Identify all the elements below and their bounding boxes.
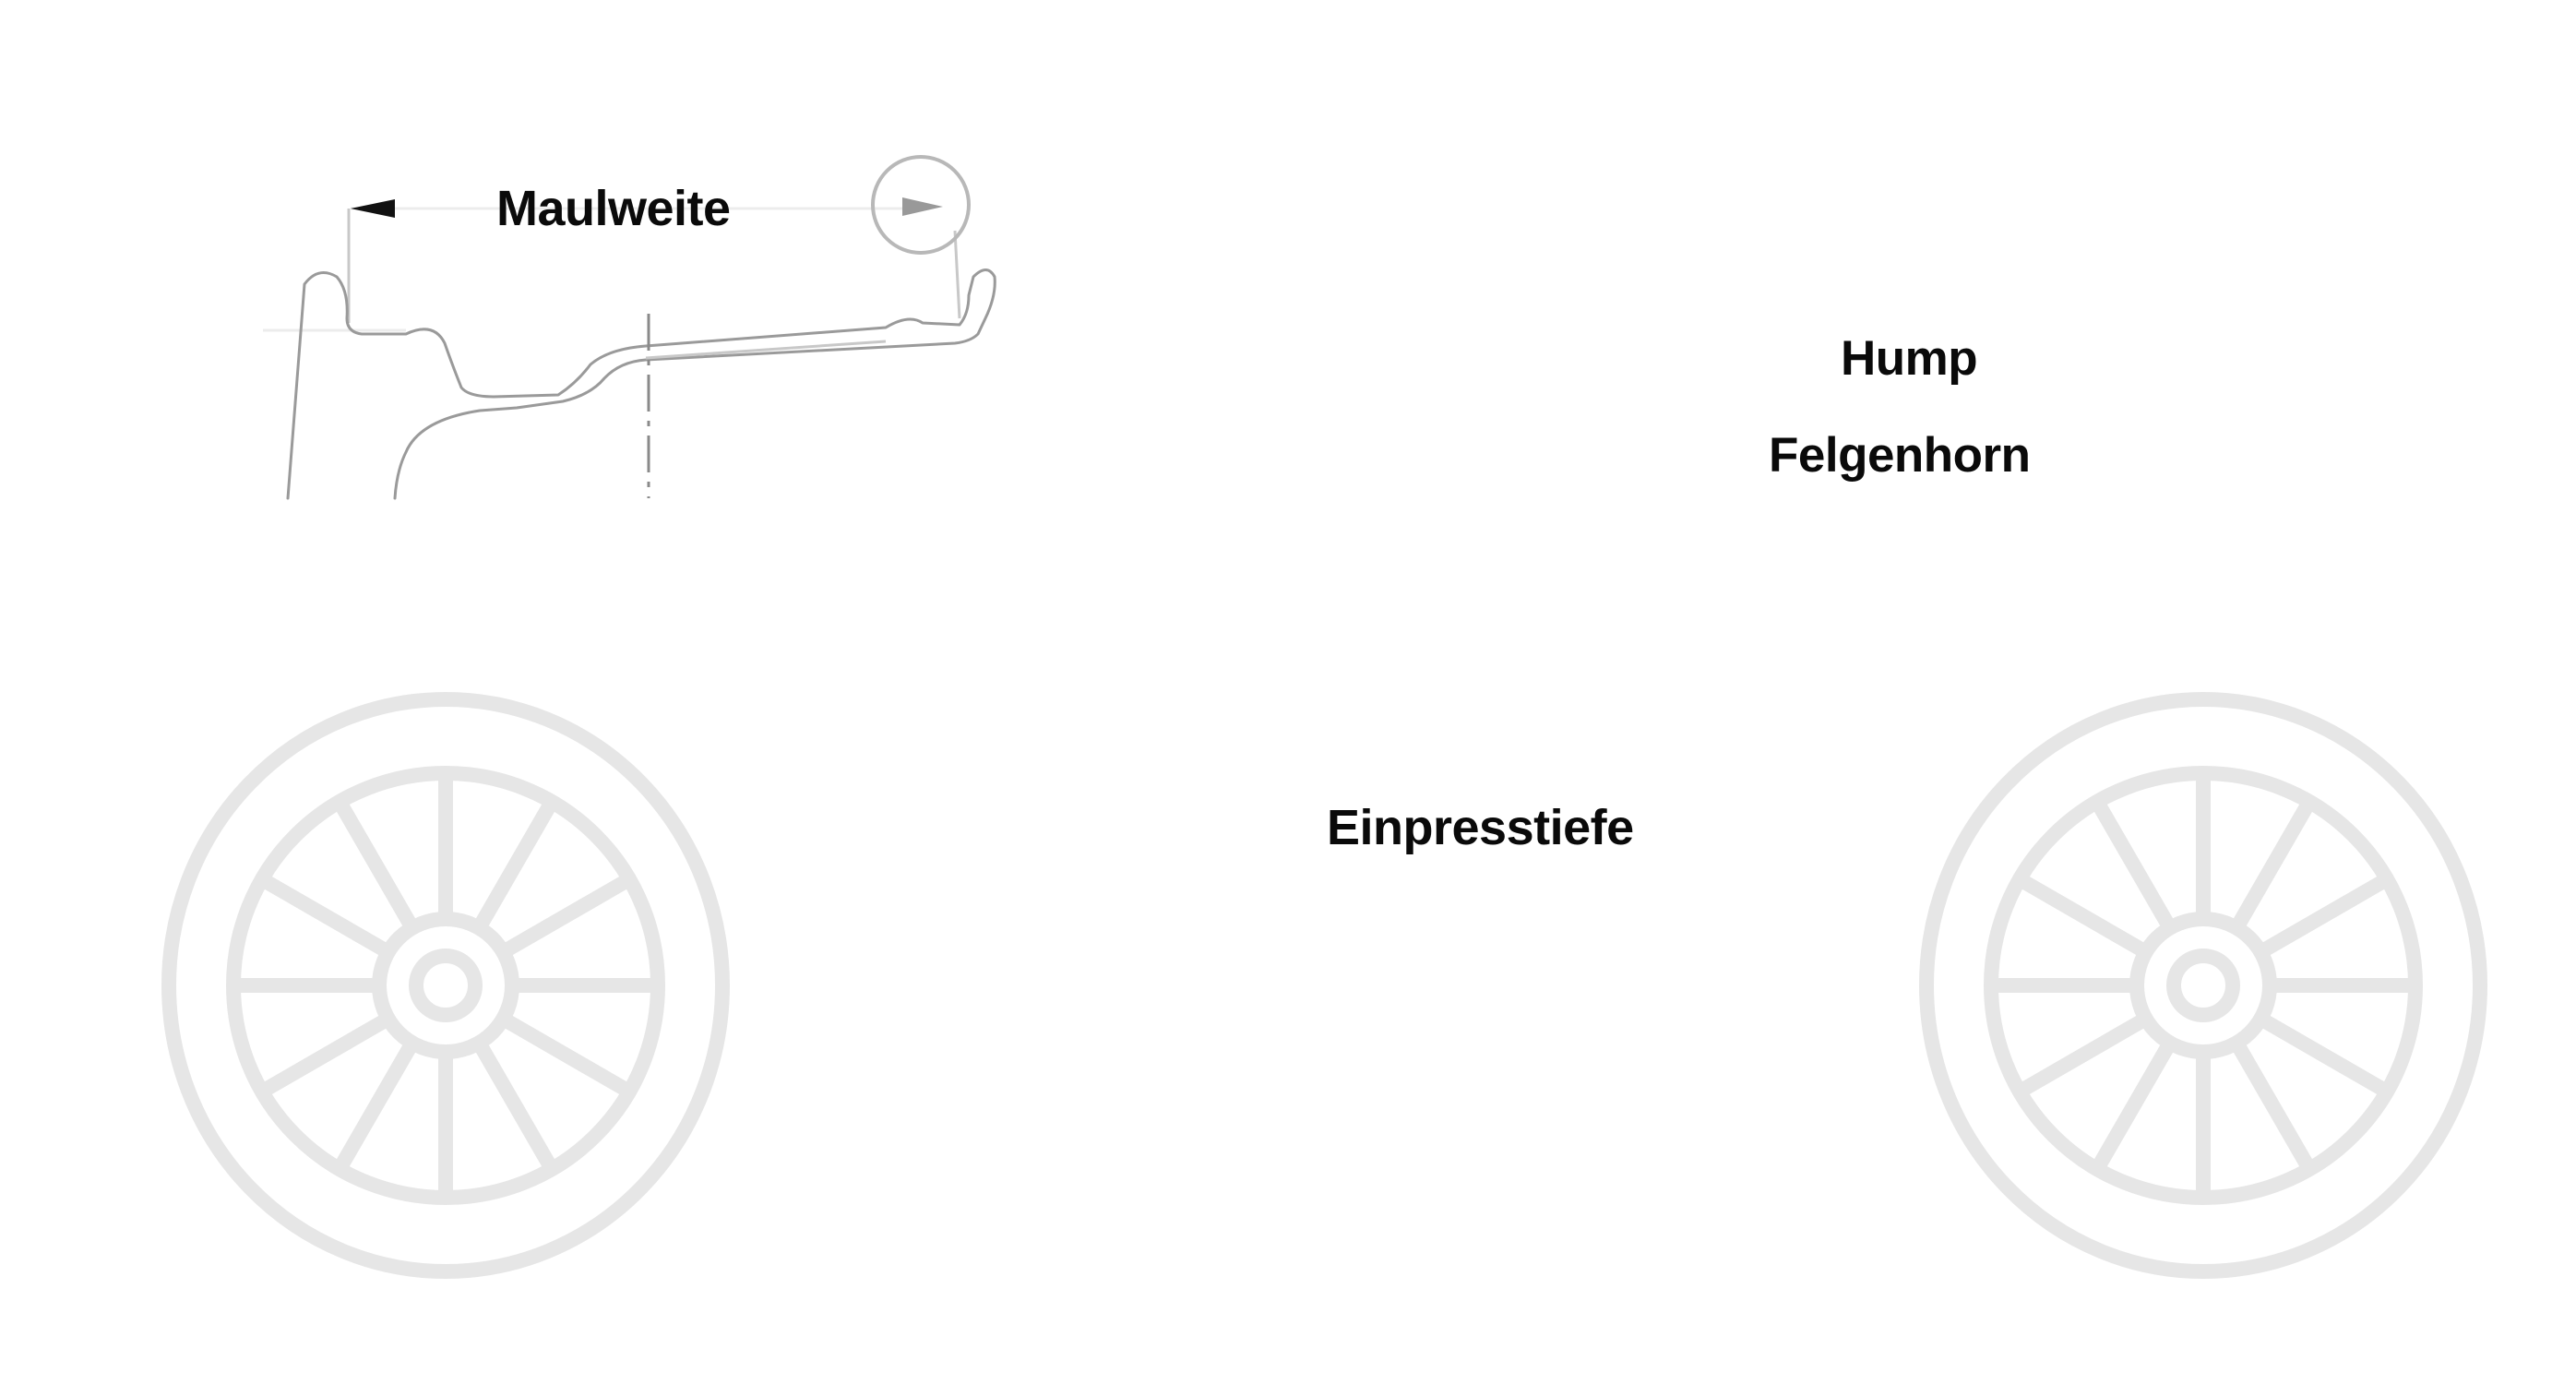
- dimension-arrow-left: [351, 199, 395, 218]
- dimension-arrow-right: [902, 197, 943, 216]
- label-einpresstiefe: Einpresstiefe: [1327, 800, 1634, 855]
- wheel-icon-right: [1919, 692, 2487, 1279]
- rim-width-diagram: [263, 155, 996, 500]
- wheel-icon-left: [161, 692, 730, 1279]
- label-maulweite: Maulweite: [496, 181, 731, 236]
- label-hump: Hump: [1841, 331, 1978, 386]
- label-felgenhorn: Felgenhorn: [1769, 428, 2031, 483]
- detail-circle: [871, 155, 971, 255]
